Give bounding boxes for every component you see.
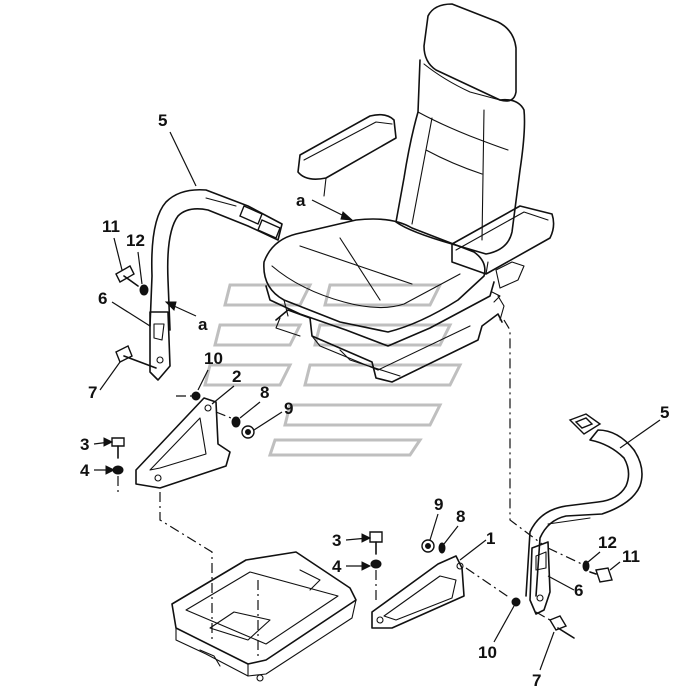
washer-4-right: [370, 559, 382, 569]
callout-label: 6: [574, 581, 583, 600]
bracket-1: [371, 555, 465, 629]
bolt-7-left: [115, 345, 157, 369]
callout-label: 11: [102, 217, 120, 236]
callout-8-left: 8: [239, 383, 269, 419]
callout-9-right: 9: [429, 495, 443, 541]
callout-label: 3: [80, 435, 89, 454]
nut-9-left: [241, 425, 255, 439]
callout-label: 1: [486, 529, 495, 548]
callout-label: 3: [332, 531, 341, 550]
bolt-11-right: [589, 567, 613, 583]
bracket-2: [135, 397, 231, 489]
operator-seat: [263, 3, 555, 383]
nut-9-right: [421, 539, 435, 553]
callout-label: 7: [88, 383, 97, 402]
washer-10-right: [511, 597, 521, 607]
bolt-3-left: [111, 437, 125, 459]
callout-3-left: 3: [80, 435, 114, 454]
bolt-11-left: [115, 265, 139, 287]
spring-washer-8-right: [438, 542, 446, 554]
callout-9-left: 9: [253, 399, 293, 431]
callout-label: 11: [622, 547, 640, 566]
callout-5-right: 5: [619, 403, 669, 449]
callout-label: 12: [598, 533, 617, 552]
callout-8-right: 8: [443, 507, 465, 545]
callout-12-right: 12: [587, 533, 617, 563]
callout-label: 4: [80, 461, 90, 480]
callout-10-left: 10: [197, 349, 223, 391]
callout-11-right: 11: [609, 547, 640, 571]
callout-2: 2: [211, 367, 241, 405]
watermark-logo: [203, 283, 463, 457]
ref-a-left: a: [164, 301, 208, 334]
bolt-3-right: [369, 531, 383, 555]
ref-a-top: a: [296, 191, 354, 221]
callout-11-left: 11: [102, 217, 123, 271]
seat-base-mount: [171, 551, 357, 682]
callout-label: 10: [204, 349, 223, 368]
left-seat-belt: [149, 188, 283, 381]
callout-7-left: 7: [88, 361, 121, 402]
callout-label: 6: [98, 289, 107, 308]
callout-label: 5: [158, 111, 167, 130]
ref-letter: a: [198, 315, 208, 334]
callout-1: 1: [459, 529, 495, 561]
right-seat-belt: [525, 413, 643, 615]
callout-6-right: 6: [547, 575, 583, 600]
washer-10-left: [191, 391, 201, 401]
callout-10-right: 10: [478, 605, 515, 662]
callout-5-left: 5: [158, 111, 197, 187]
callout-label: 8: [456, 507, 465, 526]
washer-12-left: [139, 284, 149, 296]
spring-washer-8-left: [231, 416, 241, 428]
callout-label: 5: [660, 403, 669, 422]
bolt-7-right: [548, 615, 575, 639]
callout-6-left: 6: [98, 289, 151, 327]
assembly-lines: [117, 319, 587, 660]
callout-label: 4: [332, 557, 342, 576]
callout-label: 7: [532, 671, 541, 690]
callout-7-right: 7: [532, 631, 555, 690]
callout-label: 9: [434, 495, 443, 514]
ref-letter: a: [296, 191, 306, 210]
callout-label: 12: [126, 231, 145, 250]
callout-label: 9: [284, 399, 293, 418]
callout-label: 10: [478, 643, 497, 662]
callout-4-right: 4: [332, 557, 372, 576]
callout-label: 8: [260, 383, 269, 402]
callout-label: 2: [232, 367, 241, 386]
callout-12-left: 12: [126, 231, 145, 285]
callout-4-left: 4: [80, 461, 116, 480]
callout-3-right: 3: [332, 531, 372, 550]
